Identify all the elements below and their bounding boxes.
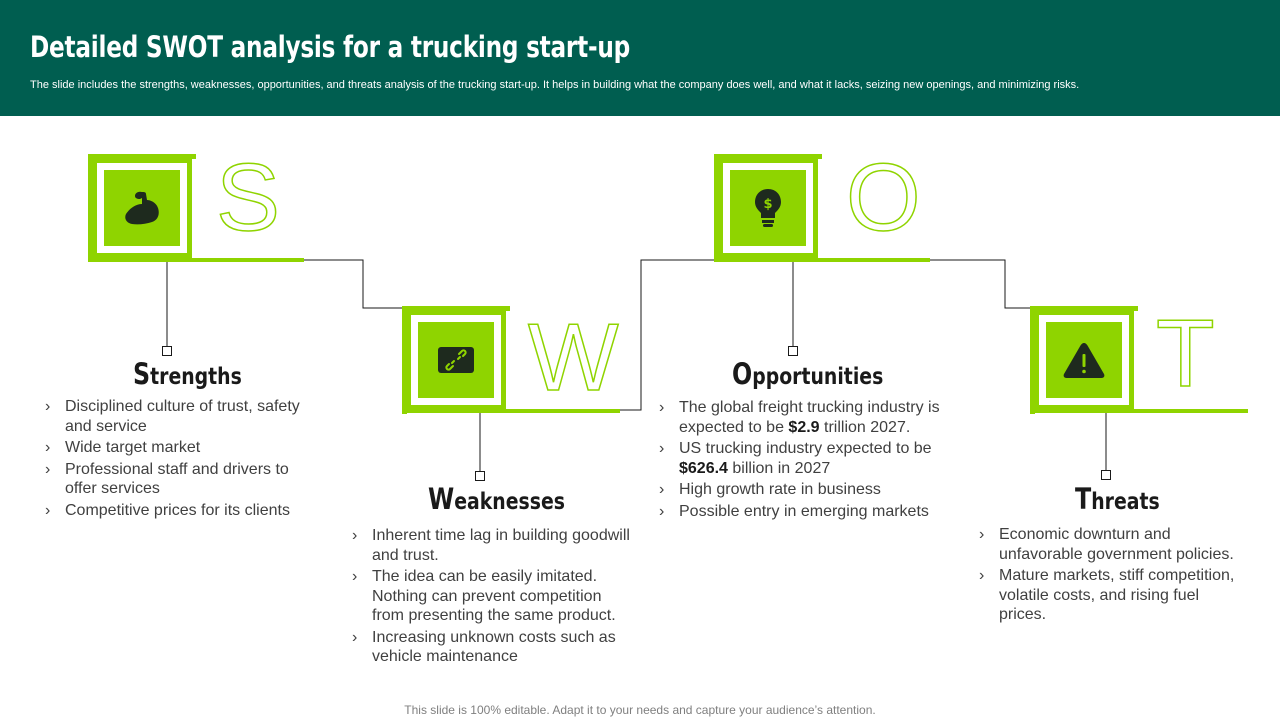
opportunities-icon-box [718,158,818,258]
opportunities-frame [714,154,822,262]
list-item: Increasing unknown costs such as vehicle… [352,628,637,667]
svg-text:$: $ [763,197,772,212]
list-item: The idea can be easily imitated. Nothing… [352,567,637,626]
strengths-title: Strengths [133,357,242,391]
list-item: Professional staff and drivers to offer … [45,460,315,499]
threats-icon-box [1034,310,1134,410]
list-item: Wide target market [45,438,315,458]
threats-letter: T [1155,300,1215,407]
footer-note: This slide is 100% editable. Adapt it to… [404,703,876,717]
strengths-frame [88,154,196,262]
weaknesses-icon-box [406,310,506,410]
weaknesses-list: Inherent time lag in building goodwill a… [352,526,637,669]
lightbulb-dollar-icon: $ [730,170,806,246]
strengths-icon-box [92,158,192,258]
strengths-list: Disciplined culture of trust, safety and… [45,397,315,522]
slide-title: Detailed SWOT analysis for a trucking st… [30,30,630,64]
threats-list: Economic downturn and unfavorable govern… [979,525,1249,627]
list-item: Disciplined culture of trust, safety and… [45,397,315,436]
threats-underline [1030,409,1248,413]
weaknesses-frame [402,306,510,414]
list-item: Economic downturn and unfavorable govern… [979,525,1249,564]
opportunities-list: The global freight trucking industry is … [659,398,951,523]
list-item: Inherent time lag in building goodwill a… [352,526,637,565]
list-item: US trucking industry expected to be $626… [659,439,951,478]
broken-link-icon [418,322,494,398]
weaknesses-underline [402,409,620,413]
weaknesses-letter: W [527,304,619,411]
opportunities-title: Opportunities [732,357,884,391]
slide-subtitle: The slide includes the strengths, weakne… [30,79,1080,91]
warning-triangle-icon [1046,322,1122,398]
list-item: Mature markets, stiff competition, volat… [979,566,1249,625]
threats-frame [1030,306,1138,414]
opportunities-underline [714,258,930,262]
strengths-letter: S [215,144,281,251]
opportunities-letter: O [845,144,921,251]
header-bar: Detailed SWOT analysis for a trucking st… [0,0,1280,116]
list-item: Possible entry in emerging markets [659,502,951,522]
weaknesses-title: Weaknesses [428,482,565,516]
list-item: The global freight trucking industry is … [659,398,951,437]
strengths-underline [88,258,304,262]
flexed-arm-icon [104,170,180,246]
list-item: High growth rate in business [659,480,951,500]
threats-title: Threats [1075,482,1160,516]
list-item: Competitive prices for its clients [45,501,315,521]
